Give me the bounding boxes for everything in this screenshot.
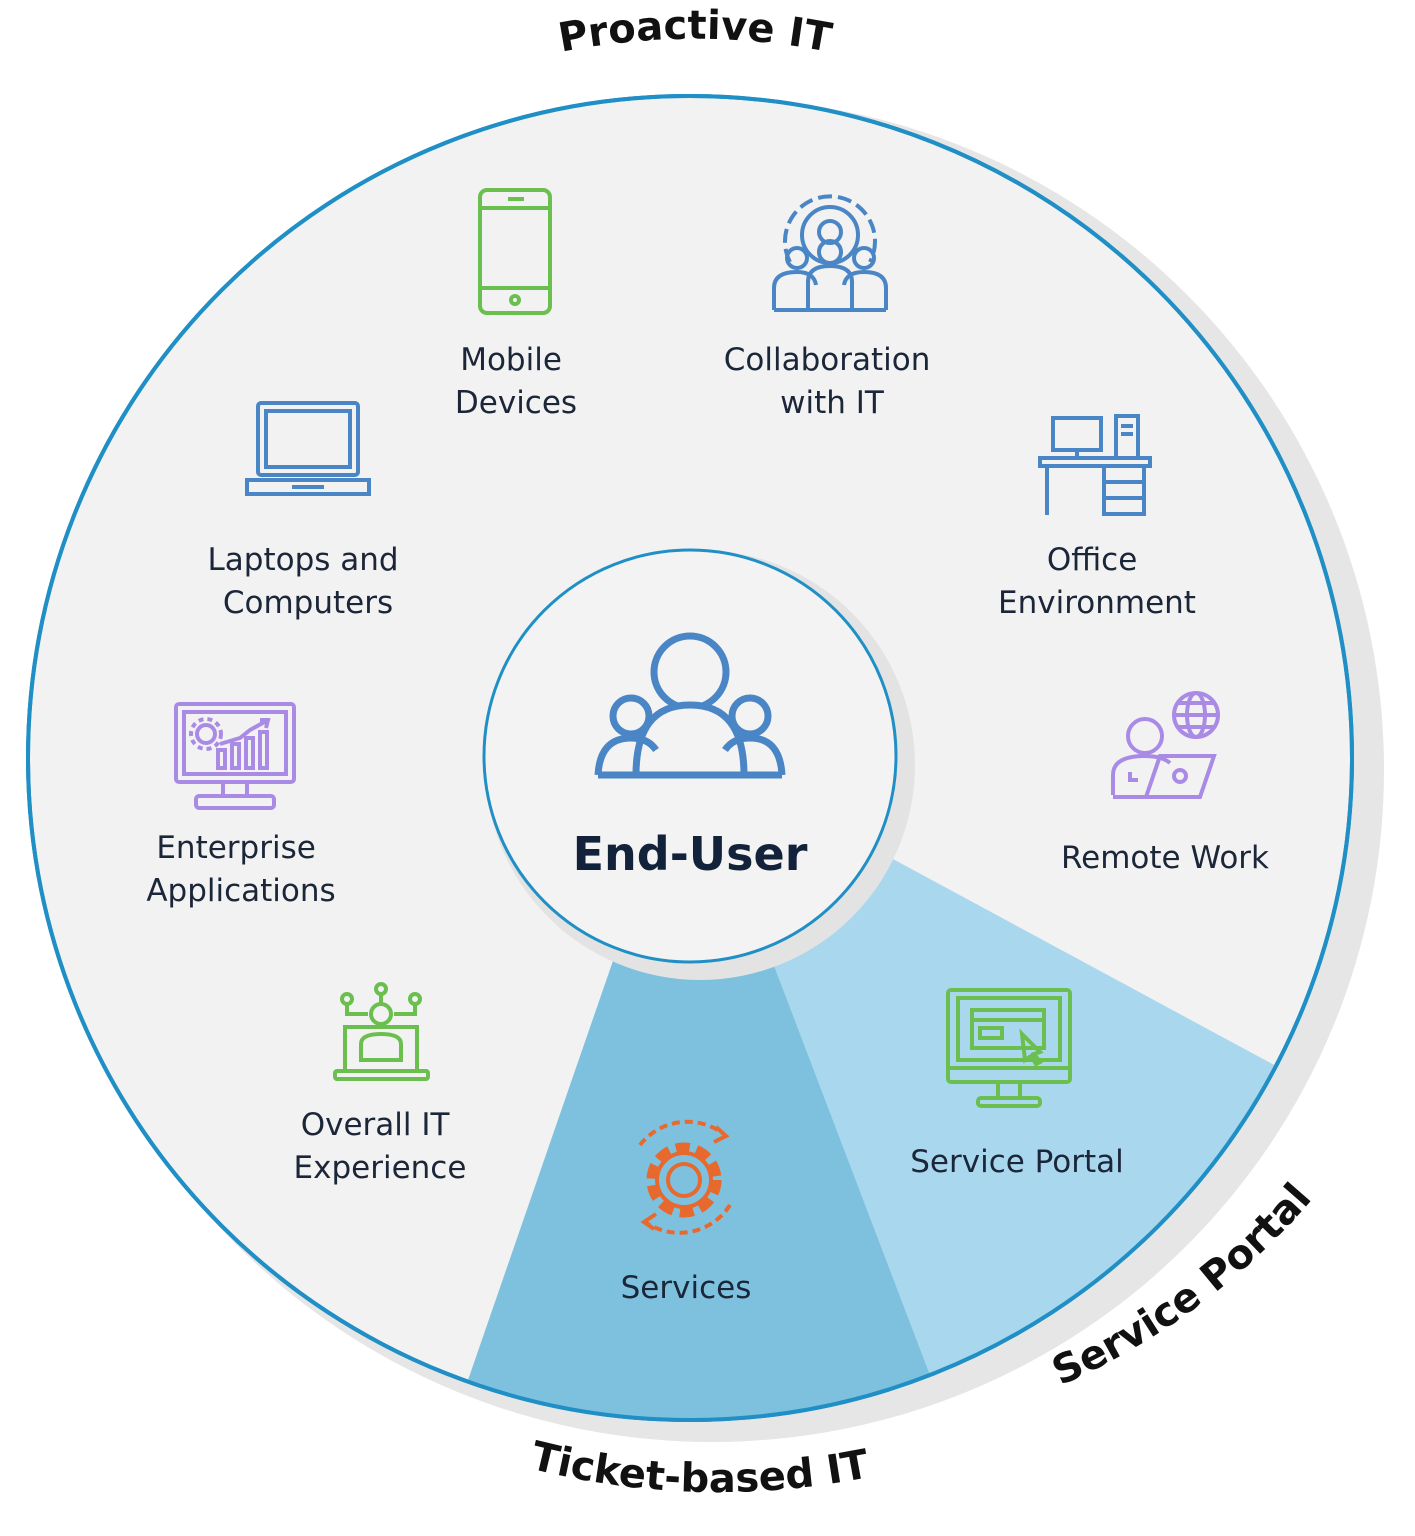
label-laptops-line2: Computers [223,585,393,621]
label-collab-line1: Collaboration [724,342,931,378]
label-office-line2: Environment [998,585,1196,621]
remote-worker-icon [1111,691,1220,799]
label-overall-line2: Experience [294,1150,467,1186]
label-laptops: Laptops and Computers [208,542,409,621]
outer-ring-outline [26,94,1354,1422]
label-mobile-line2: Devices [455,385,577,421]
label-mobile-line1: Mobile [460,342,562,378]
label-services-line1: Services [621,1270,752,1306]
users-group-icon [594,632,786,779]
label-enterprise-line1: Enterprise [156,830,315,866]
smartphone-icon [478,188,552,315]
label-overall-it: Overall IT Experience [294,1107,467,1186]
label-service-portal: Service Portal [910,1144,1124,1180]
label-collab-line2: with IT [780,385,885,421]
outer-label-top: Proactive IT [555,3,836,62]
label-office: Office Environment [998,542,1196,621]
label-enterprise-line2: Applications [146,873,335,909]
laptop-icon [245,401,371,496]
office-desk-icon [1038,414,1152,516]
label-collaboration: Collaboration with IT [724,342,940,421]
gear-refresh-icon [638,1119,732,1235]
outer-label-bottom-path: Ticket-based IT [527,1433,873,1502]
label-portal-line1: Service Portal [910,1144,1124,1180]
label-remote-work: Remote Work [1061,840,1269,876]
center-label: End-User [573,827,808,881]
portal-monitor-icon [946,988,1072,1108]
network-laptop-icon [333,982,430,1081]
service-portal-wedge [770,852,1276,1375]
outer-label-top-path: Proactive IT [555,3,836,62]
label-enterprise: Enterprise Applications [146,830,335,909]
label-remote-line1: Remote Work [1061,840,1269,876]
label-overall-line1: Overall IT [301,1107,451,1143]
label-office-line1: Office [1047,542,1138,578]
label-mobile-devices: Mobile Devices [455,342,577,421]
outer-label-bottom: Ticket-based IT [527,1433,873,1502]
label-services: Services [621,1270,752,1306]
monitor-chart-icon [174,702,296,810]
team-gear-icon [772,194,888,312]
label-laptops-line1: Laptops and [208,542,399,578]
